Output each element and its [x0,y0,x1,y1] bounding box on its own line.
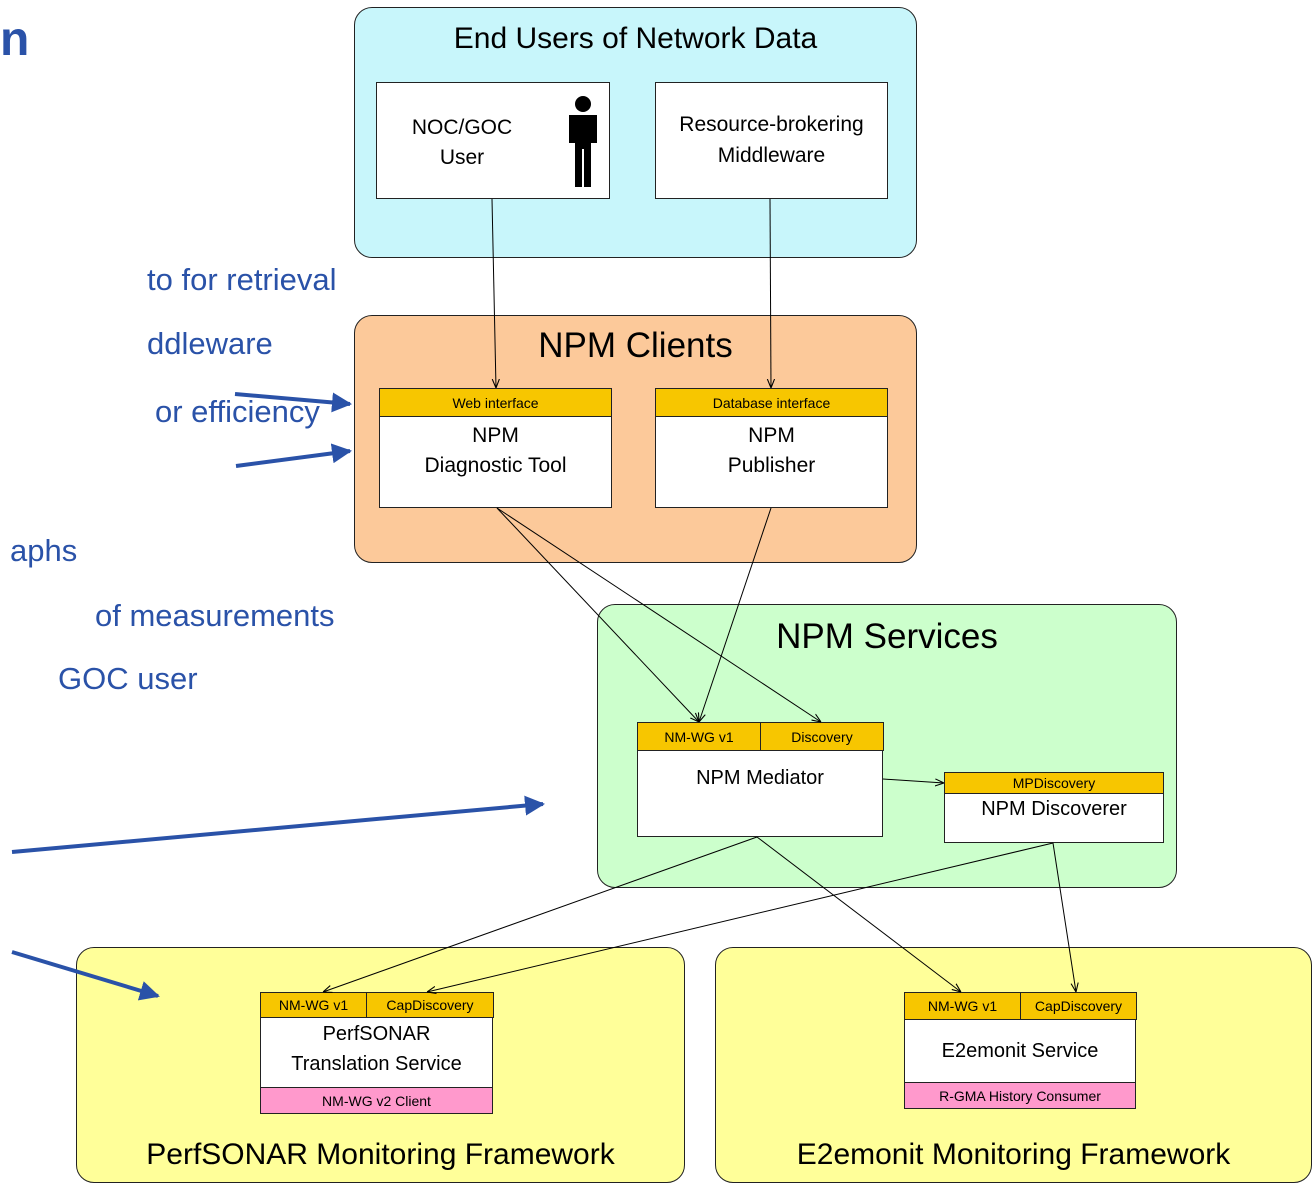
end-users-title: End Users of Network Data [453,22,818,55]
pointer-arrow-2 [235,443,352,468]
middleware-label: Resource-brokering Middleware [679,113,864,167]
mpdiscovery-strip: MPDiscovery [944,772,1164,794]
e2emonit-capdiscovery-strip: CapDiscovery [1020,992,1137,1020]
npm-discoverer-label: NPM Discoverer [981,798,1127,820]
noc-goc-user-box: NOC/GOC User [376,82,610,199]
npm-mediator-label: NPM Mediator [696,767,824,789]
person-icon [569,96,597,187]
bullet-line-1: to for retrieval [147,262,337,297]
diagnostic-tool-label: NPM Diagnostic Tool [424,424,567,478]
npm-clients-title: NPM Clients [538,326,733,365]
perfsonar-framework-title: PerfSONAR Monitoring Framework [146,1138,615,1171]
publisher-box: Database interface NPM Publisher [655,388,888,508]
web-interface-strip: Web interface [379,388,612,417]
rgma-history-consumer-strip: R-GMA History Consumer [904,1082,1136,1109]
bullet-line-2: ddleware [147,326,273,361]
mediator-nmwg-strip: NM-WG v1 [637,722,761,751]
nmwg-v2-client-strip: NM-WG v2 Client [260,1087,493,1114]
mediator-discovery-strip: Discovery [760,722,884,751]
perfsonar-service-box: NM-WG v1 CapDiscovery PerfSONAR Translat… [260,992,494,1114]
npm-services-title: NPM Services [776,617,998,656]
e2emonit-service-box: NM-WG v1 CapDiscovery E2emonit Service R… [904,992,1137,1109]
bullet-line-4: aphs [10,533,78,568]
database-interface-strip: Database interface [655,388,888,417]
e2emonit-nmwg-strip: NM-WG v1 [904,992,1021,1020]
e2emonit-service-label: E2emonit Service [941,1040,1099,1062]
bullet-line-5: of measurements [95,598,335,633]
npm-mediator-box: NM-WG v1 Discovery NPM Mediator [637,722,884,837]
middleware-box: Resource-brokering Middleware [655,82,888,199]
bullet-line-6: GOC user [58,661,198,696]
diagnostic-tool-box: Web interface NPM Diagnostic Tool [379,388,612,508]
e2emonit-framework-title: E2emonit Monitoring Framework [796,1138,1231,1171]
perfsonar-nmwg-strip: NM-WG v1 [260,992,367,1018]
perfsonar-service-label: PerfSONAR Translation Service [291,1023,462,1075]
perfsonar-capdiscovery-strip: CapDiscovery [366,992,494,1018]
pointer-arrow-3 [11,795,545,854]
npm-discoverer-box: MPDiscovery NPM Discoverer [944,772,1164,843]
publisher-label: NPM Publisher [727,424,816,478]
slide-title-fragment: n [0,13,30,66]
noc-goc-user-label: NOC/GOC User [411,116,513,170]
bullet-line-3: or efficiency [155,394,320,429]
